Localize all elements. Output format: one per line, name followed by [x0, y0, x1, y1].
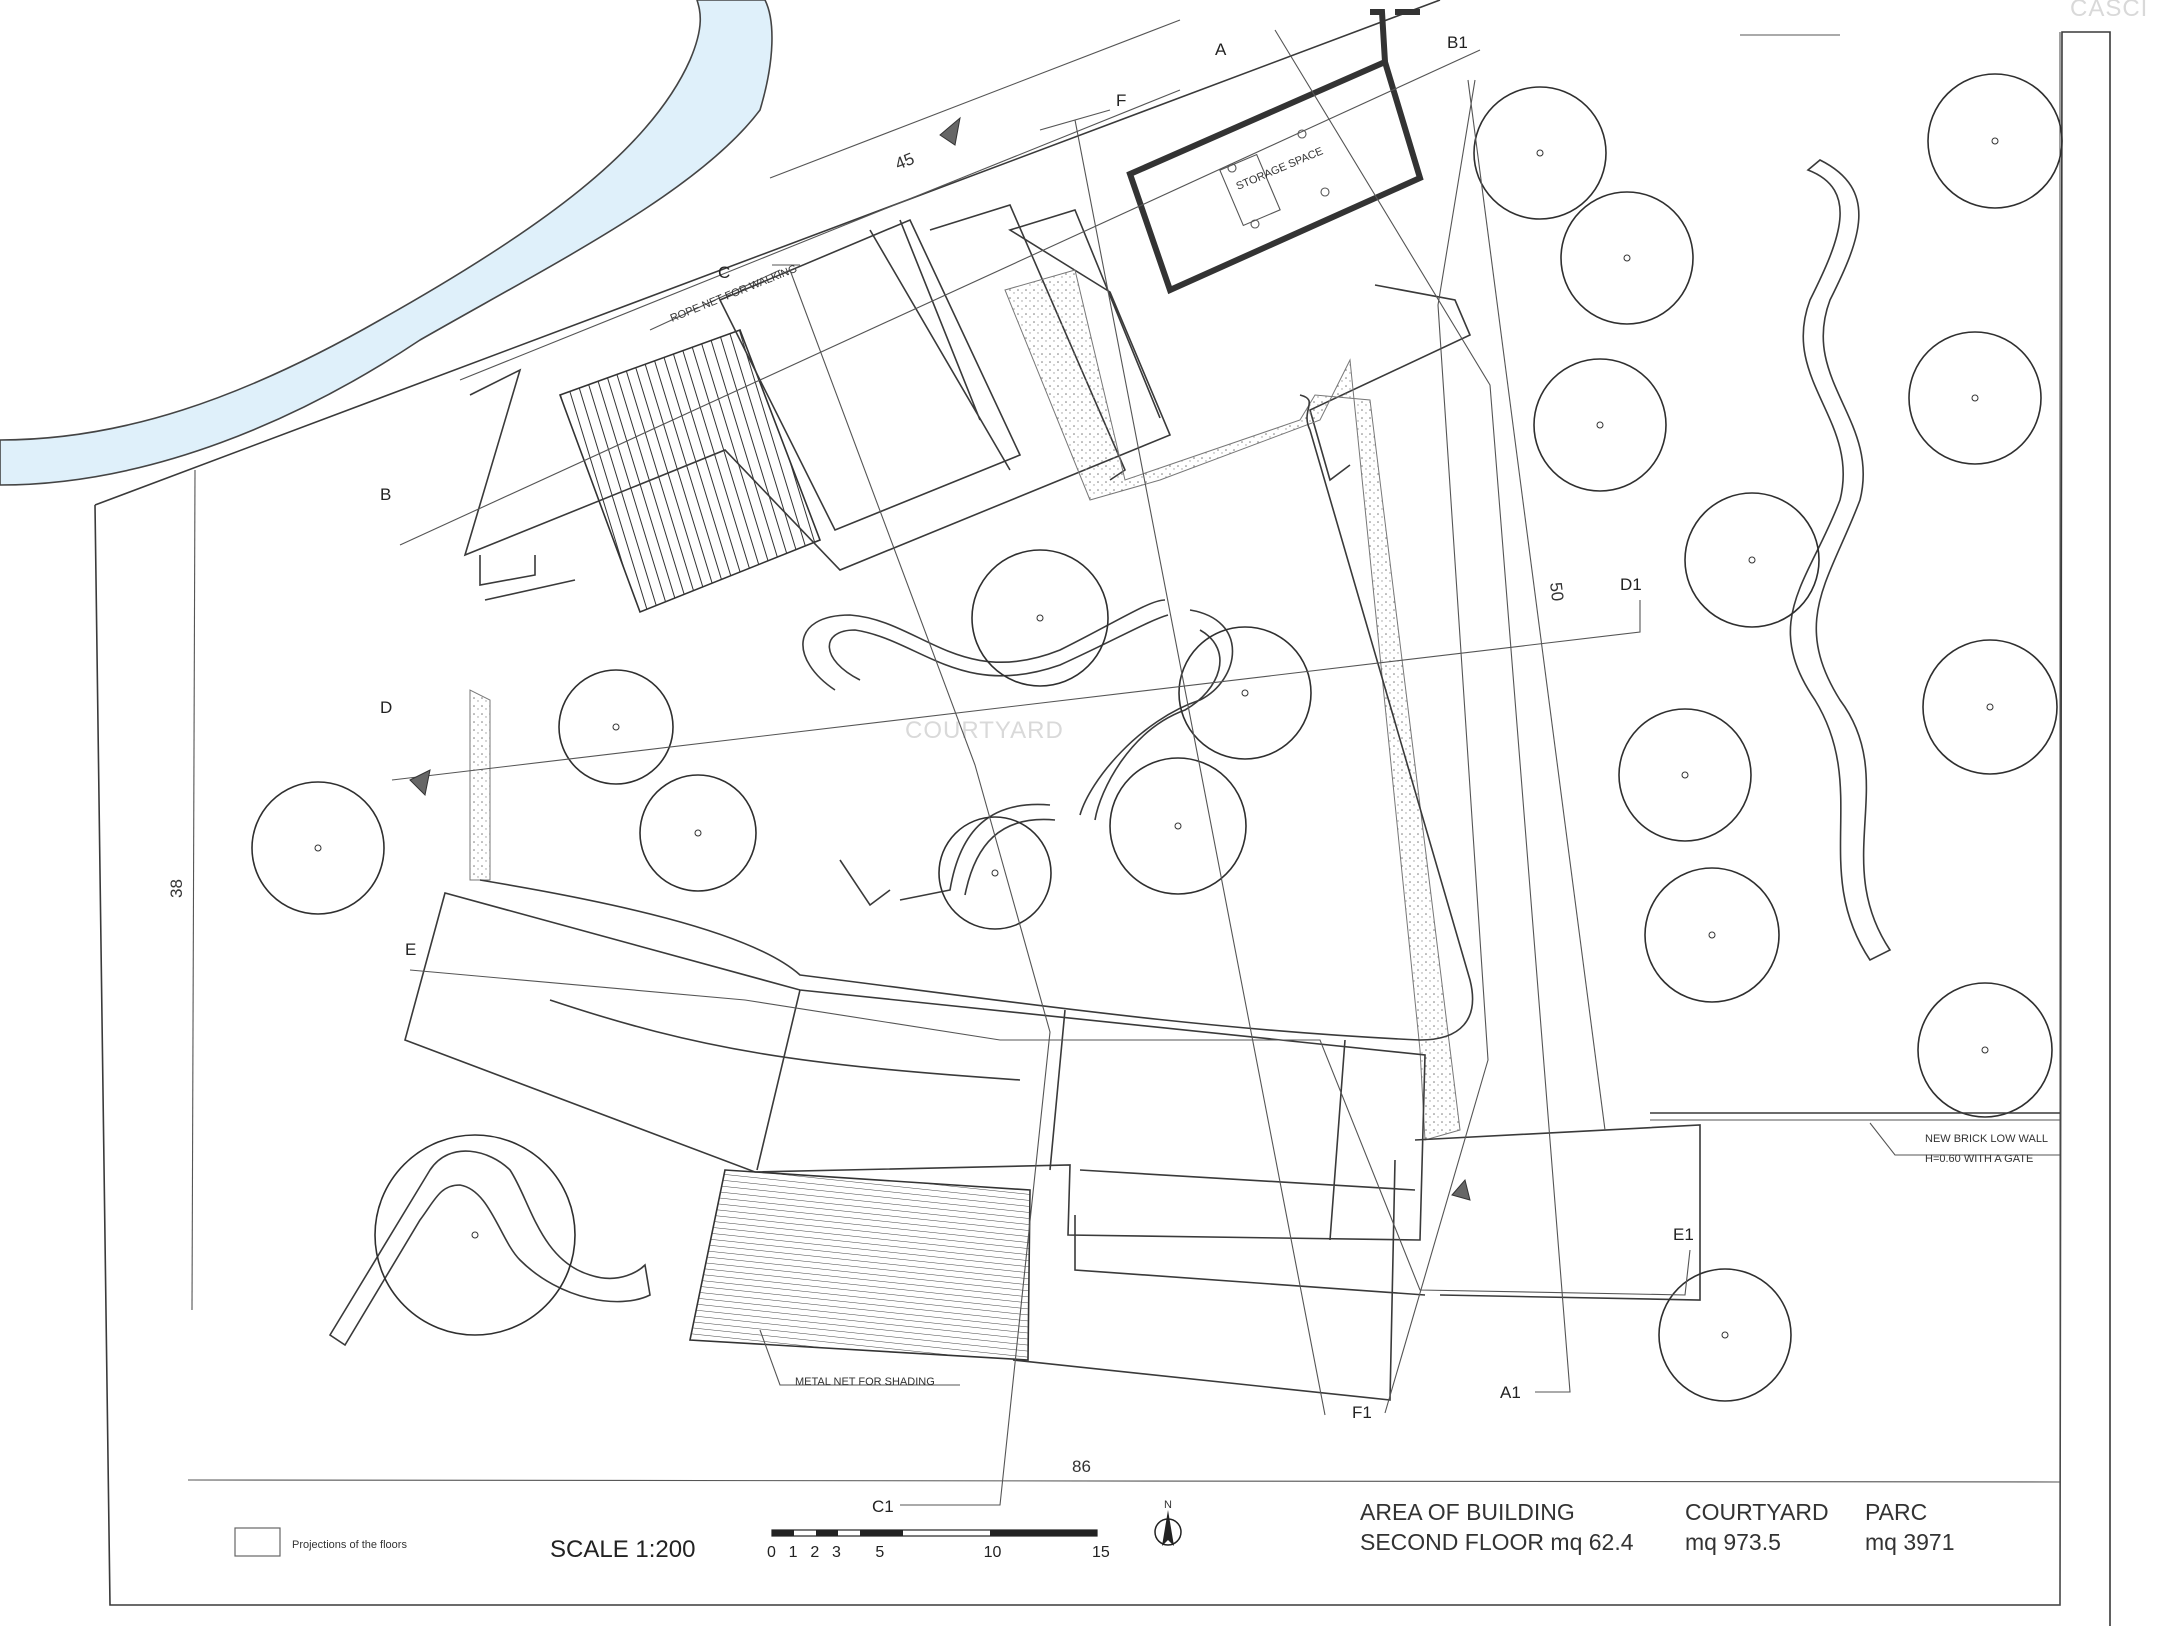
tree-trunk [991, 869, 999, 877]
north-label: N [1164, 1499, 1172, 1511]
scale-tick-label: 1 [789, 1544, 798, 1561]
tree-trunk [1596, 421, 1604, 429]
tree-canopy [1917, 982, 2053, 1118]
tree-canopy [1658, 1268, 1792, 1402]
tree-canopy [971, 549, 1109, 687]
courtyard-border [469, 269, 1461, 1141]
storage-building: STORAGE SPACE [1126, 9, 1424, 295]
brick-wall-label-1: NEW BRICK LOW WALL [1925, 1133, 2048, 1145]
tree-trunk [612, 723, 620, 731]
tree-trunk [694, 829, 702, 837]
dim-right: 50 [1546, 581, 1567, 602]
scale-tick-label: 0 [767, 1544, 776, 1561]
tree-trunk [1241, 689, 1249, 697]
section-b1: B1 [1447, 33, 1468, 52]
tree-trunk [1981, 1046, 1989, 1054]
tree-canopy [938, 816, 1052, 930]
courtyard-area-title: COURTYARD [1685, 1499, 1829, 1525]
section-f1: F1 [1352, 1403, 1372, 1422]
area-info: AREA OF BUILDING SECOND FLOOR mq 62.4 CO… [1360, 1499, 1955, 1555]
scale-tick-label: 2 [810, 1544, 819, 1561]
tree-trunk [314, 844, 322, 852]
legend-label: Projections of the floors [292, 1539, 407, 1551]
brick-wall-label-2: H=0.60 WITH A GATE [1925, 1153, 2033, 1165]
courtyard-area-value: mq 973.5 [1685, 1529, 1781, 1555]
parc-area-title: PARC [1865, 1499, 1927, 1525]
tree-trunk [1623, 254, 1631, 262]
section-lines [391, 29, 1691, 1506]
tree-canopy [1618, 708, 1752, 842]
tree-trunk [1748, 556, 1756, 564]
tree-trunk [1681, 771, 1689, 779]
legend: Projections of the floors [234, 1527, 407, 1557]
metal-net-label: METAL NET FOR SHADING [795, 1376, 935, 1388]
tree-trunk [1971, 394, 1979, 402]
tree-canopy [558, 669, 674, 785]
tree-trunk [471, 1231, 479, 1239]
tree-trunk [1721, 1331, 1729, 1339]
north-arrow: N [1154, 1499, 1182, 1546]
storage-label: STORAGE SPACE [1234, 145, 1324, 192]
tree-trunk [1536, 149, 1544, 157]
section-d: D [380, 698, 392, 717]
building-area-value: SECOND FLOOR mq 62.4 [1360, 1529, 1634, 1555]
tree-canopy [1644, 867, 1780, 1003]
section-d1: D1 [1620, 575, 1642, 594]
tree-canopy [1109, 757, 1247, 895]
dim-bottom: 86 [1072, 1457, 1091, 1476]
tree-canopy [374, 1134, 576, 1336]
tree-canopy [1473, 86, 1607, 220]
tree-canopy [1684, 492, 1820, 628]
tree-canopy [1908, 331, 2042, 465]
tree-canopy [1922, 639, 2058, 775]
scale-label: SCALE 1:200 [550, 1536, 695, 1563]
building-area-title: AREA OF BUILDING [1360, 1499, 1575, 1525]
scale-tick-label: 10 [984, 1544, 1002, 1561]
scale-tick-label: 3 [832, 1544, 841, 1561]
dim-left: 38 [167, 879, 186, 898]
tree-trunk [1174, 822, 1182, 830]
tree-canopy [639, 774, 757, 892]
section-a: A [1215, 40, 1227, 59]
lower-building [404, 892, 1701, 1401]
trees [251, 73, 2063, 1402]
tree-canopy [1533, 358, 1667, 492]
section-e1: E1 [1673, 1225, 1694, 1244]
tree-canopy [1927, 73, 2063, 209]
brick-wall: NEW BRICK LOW WALL H=0.60 WITH A GATE [1650, 34, 2060, 1165]
tree-trunk [1708, 931, 1716, 939]
parc-area-value: mq 3971 [1865, 1529, 1955, 1555]
spiral-bench [328, 1150, 651, 1347]
scale-tick-label: 5 [875, 1544, 884, 1561]
tree-canopy [1178, 626, 1312, 760]
section-f: F [1116, 91, 1126, 110]
metal-net: METAL NET FOR SHADING [689, 1169, 1031, 1388]
section-b: B [380, 485, 391, 504]
section-c1: C1 [872, 1497, 894, 1516]
tree-canopy [251, 781, 385, 915]
canal [0, 0, 773, 486]
benches [802, 159, 1892, 962]
site-boundary [94, 0, 2111, 1626]
scale-tick-label: 15 [1092, 1544, 1110, 1561]
legend-swatch [234, 1527, 281, 1557]
corner-label: CASCI [2070, 0, 2148, 22]
dim-top: 45 [892, 149, 917, 174]
section-a1: A1 [1500, 1383, 1521, 1402]
tree-trunk [1986, 703, 1994, 711]
road-band [459, 19, 1181, 381]
section-c: C [718, 263, 730, 282]
tree-trunk [1036, 614, 1044, 622]
courtyard-label: COURTYARD [905, 717, 1064, 744]
tree-trunk [1991, 137, 1999, 145]
tree-canopy [1560, 191, 1694, 325]
section-e: E [405, 940, 416, 959]
